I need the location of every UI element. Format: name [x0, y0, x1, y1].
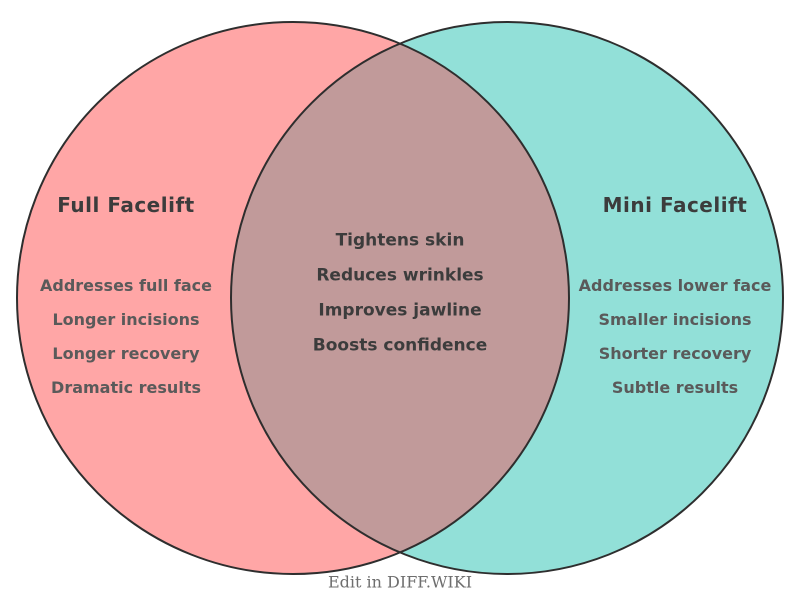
right-item: Subtle results [611, 378, 739, 397]
edit-in-diffwiki-link[interactable]: Edit in DIFF.WIKI [327, 572, 473, 592]
overlap-region [231, 22, 569, 574]
left-circle-title: Full Facelift [57, 193, 195, 217]
right-item: Addresses lower face [578, 276, 772, 295]
overlap-item: Boosts confidence [312, 335, 488, 356]
left-item: Addresses full face [39, 276, 213, 295]
left-item: Longer incisions [52, 310, 200, 329]
right-item: Shorter recovery [598, 344, 752, 363]
left-circle-outline [16, 21, 570, 575]
overlap-item: Reduces wrinkles [316, 265, 484, 286]
right-circle-outline [230, 21, 784, 575]
right-item: Smaller incisions [598, 310, 752, 329]
left-item: Dramatic results [51, 378, 201, 397]
overlap-item: Tightens skin [335, 230, 465, 251]
right-circle-title: Mini Facelift [602, 193, 748, 217]
overlap-item: Improves jawline [318, 300, 482, 321]
left-item: Longer recovery [52, 344, 200, 363]
